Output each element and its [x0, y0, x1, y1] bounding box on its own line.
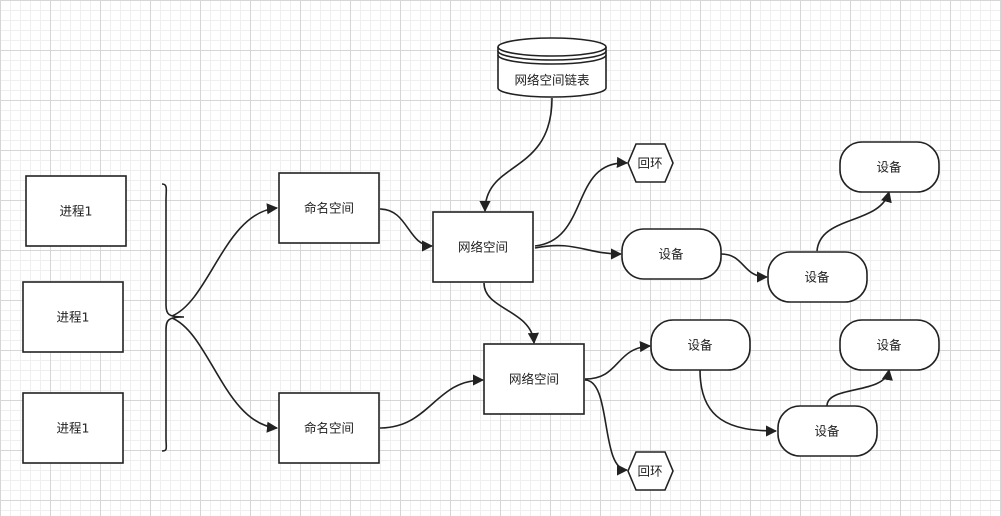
netspace-node-1[interactable]: 网络空间 [432, 211, 534, 283]
edge-namespace-2-to-netspace-2 [379, 374, 485, 429]
device-node-2[interactable]: 设备 [767, 251, 868, 303]
netspace-list-label: 网络空间链表 [514, 73, 590, 88]
edge-netspace-2-to-loopback-2 [584, 379, 629, 476]
process-label: 进程1 [60, 204, 93, 219]
device-label: 设备 [804, 270, 830, 285]
edges [171, 97, 893, 476]
loopback-label: 回环 [637, 156, 662, 171]
namespace-node-2[interactable]: 命名空间 [278, 392, 380, 464]
netspace-node-2[interactable]: 网络空间 [483, 343, 585, 415]
edge-brace-to-namespace-2 [171, 317, 279, 433]
device-node-4[interactable]: 设备 [650, 319, 751, 371]
namespace-label: 命名空间 [304, 201, 354, 216]
netspace-label: 网络空间 [509, 372, 559, 387]
process-node-3[interactable]: 进程1 [22, 392, 124, 464]
netspace-label: 网络空间 [458, 240, 508, 255]
edge-netspace-2-to-device-4 [584, 340, 652, 380]
device-label: 设备 [876, 160, 902, 175]
namespace-label: 命名空间 [304, 421, 354, 436]
process-node-1[interactable]: 进程1 [25, 175, 127, 247]
namespace-node-1[interactable]: 命名空间 [278, 172, 380, 244]
edge-device-4-to-device-5 [699, 369, 778, 437]
edge-device-5-to-device-6 [826, 368, 893, 407]
device-label: 设备 [814, 424, 840, 439]
device-label: 设备 [876, 338, 902, 353]
device-node-5[interactable]: 设备 [777, 405, 878, 457]
device-node-1[interactable]: 设备 [621, 228, 722, 280]
device-label: 设备 [687, 338, 713, 353]
device-node-6[interactable]: 设备 [839, 319, 940, 371]
edge-brace-to-namespace-1 [171, 203, 279, 317]
netspace-list-database[interactable]: 网络空间链表 [497, 37, 607, 98]
edge-netspace-1-to-netspace-2 [483, 282, 539, 345]
edge-netspace-1-to-loopback-1 [534, 156, 629, 247]
edge-netspace-1-to-device-1 [534, 244, 623, 260]
edge-namespace-1-to-netspace-1 [379, 208, 434, 252]
device-label: 设备 [658, 247, 684, 262]
loopback-node-1[interactable]: 回环 [627, 143, 674, 183]
device-node-3[interactable]: 设备 [839, 141, 940, 193]
edge-device-1-to-device-2 [720, 253, 769, 283]
edge-device-2-to-device-3 [816, 190, 892, 252]
process-node-2[interactable]: 进程1 [22, 281, 124, 353]
loopback-node-2[interactable]: 回环 [627, 451, 674, 491]
curly-brace [161, 183, 185, 452]
loopback-label: 回环 [637, 464, 662, 479]
process-label: 进程1 [57, 421, 90, 436]
process-label: 进程1 [57, 310, 90, 325]
edge-netspace-list-to-netspace-1 [479, 97, 553, 213]
